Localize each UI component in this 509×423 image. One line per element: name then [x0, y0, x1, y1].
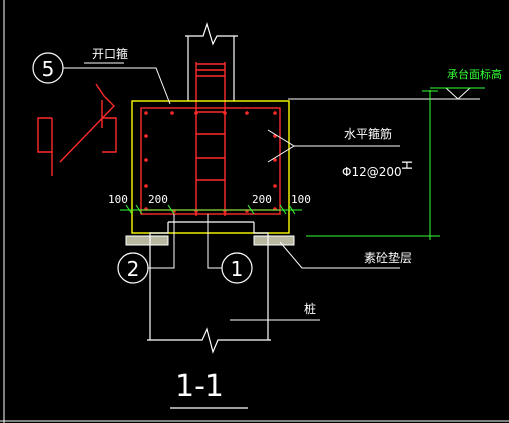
width-dimension [120, 204, 302, 215]
bubble-5-label: 5 [42, 57, 55, 81]
height-label: H [401, 160, 416, 170]
column-rebar [195, 62, 226, 216]
pile-label: 桩 [304, 301, 316, 316]
bubble-1-label: 1 [231, 257, 244, 281]
grade-line [288, 87, 485, 100]
height-dimension [306, 90, 440, 240]
callout-1: 1 [207, 214, 253, 284]
dim-left-200: 200 [148, 193, 168, 206]
column-outline [185, 22, 238, 101]
concrete-pads [125, 235, 295, 246]
concrete-pad-label: 素砼垫层 [364, 250, 412, 265]
callout-5: 5 [32, 52, 171, 105]
pile-outline [147, 221, 271, 354]
dim-right-100: 100 [291, 193, 311, 206]
callout-2: 2 [117, 214, 175, 284]
spacing-label: Φ12@200 [342, 165, 402, 179]
pad-leader [279, 241, 400, 269]
open-stirrup-label: 开口箍 [92, 46, 128, 61]
bubble-2-label: 2 [127, 257, 140, 281]
pile-cap-outline [131, 100, 290, 234]
horizontal-stirrup-leader [267, 129, 400, 163]
elevation-marker-icon [444, 87, 472, 100]
open-stirrup-detail [37, 83, 117, 176]
horizontal-stirrup-label: 水平箍筋 [344, 126, 392, 141]
section-title: 1-1 [175, 369, 224, 404]
dim-left-100: 100 [108, 193, 128, 206]
top-elevation-label: 承台面标高 [447, 67, 502, 81]
dim-right-200: 200 [252, 193, 272, 206]
